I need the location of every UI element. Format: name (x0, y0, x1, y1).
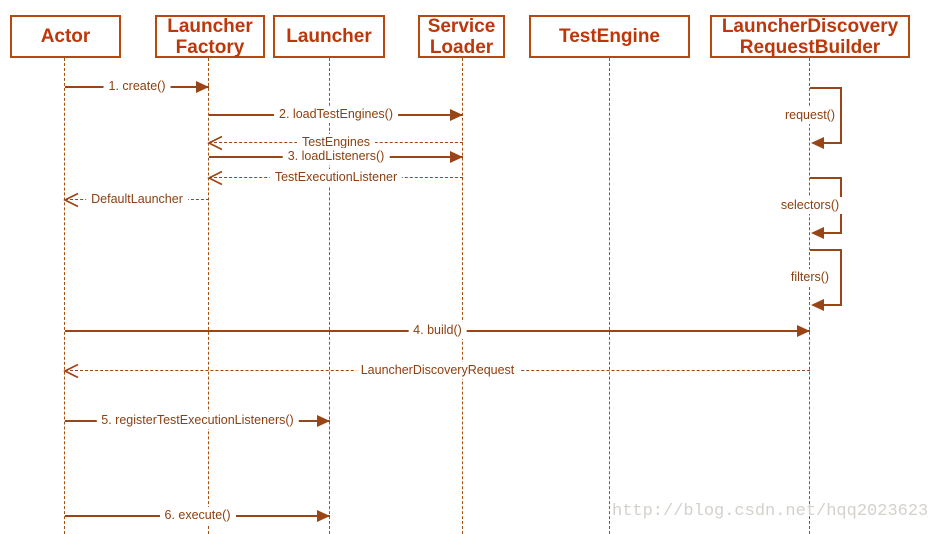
arrowhead-filled-icon (196, 81, 209, 93)
self-message-bottom-line (822, 142, 842, 144)
arrowhead-filled-icon (811, 227, 824, 239)
self-message-top-line (810, 249, 842, 251)
arrowhead-open-icon (207, 170, 224, 191)
participant-box-launcher-factory: Launcher Factory (155, 15, 265, 58)
arrowhead-filled-icon (811, 299, 824, 311)
message-label: LauncherDiscoveryRequest (355, 362, 520, 379)
message-label: TestExecutionListener (269, 169, 403, 186)
lifeline-actor (64, 58, 65, 534)
participant-box-service-loader: Service Loader (418, 15, 505, 58)
watermark: http://blog.csdn.net/hqq2023623 (612, 502, 929, 521)
message-label: 3. loadListeners() (282, 148, 390, 165)
participant-box-launcher-discovery-request-builder: LauncherDiscovery RequestBuilder (710, 15, 910, 58)
message-label: 4. build() (408, 322, 467, 339)
self-message-label: filters() (785, 268, 835, 286)
self-message-right-line (840, 250, 842, 305)
arrowhead-open-icon (63, 363, 80, 384)
self-message-label: request() (779, 106, 841, 124)
self-message-right-line (840, 88, 842, 143)
arrowhead-filled-icon (450, 109, 463, 121)
message-label: 6. execute() (159, 507, 236, 524)
lifeline-launcher-factory (208, 58, 209, 534)
self-message-bottom-line (822, 304, 842, 306)
self-message-top-line (810, 87, 842, 89)
message-label: 5. registerTestExecutionListeners() (96, 412, 299, 429)
arrowhead-filled-icon (811, 137, 824, 149)
arrowhead-open-icon (63, 192, 80, 213)
arrowhead-filled-icon (797, 325, 810, 337)
self-message-top-line (810, 177, 842, 179)
message-label: DefaultLauncher (86, 191, 188, 208)
message-label: 2. loadTestEngines() (274, 106, 398, 123)
self-message-bottom-line (822, 232, 842, 234)
lifeline-service-loader (462, 58, 463, 534)
lifeline-launcher (329, 58, 330, 534)
arrowhead-filled-icon (317, 510, 330, 522)
participant-box-launcher: Launcher (273, 15, 385, 58)
message-label: 1. create() (103, 78, 171, 95)
participant-box-test-engine: TestEngine (529, 15, 690, 58)
participant-box-actor: Actor (10, 15, 121, 58)
message-label: TestEngines (296, 134, 376, 151)
self-message-label: selectors() (775, 196, 845, 214)
lifeline-test-engine (609, 58, 610, 534)
arrowhead-filled-icon (317, 415, 330, 427)
lifeline-launcher-discovery-request-builder (809, 58, 810, 534)
arrowhead-filled-icon (450, 151, 463, 163)
arrowhead-open-icon (207, 135, 224, 156)
